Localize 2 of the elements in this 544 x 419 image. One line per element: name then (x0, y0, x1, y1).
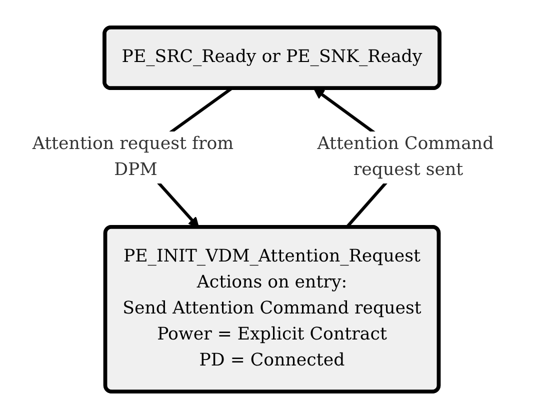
edge-label: Attention Command request sent (317, 134, 494, 180)
edge-label: Attention request from DPM (32, 134, 234, 180)
